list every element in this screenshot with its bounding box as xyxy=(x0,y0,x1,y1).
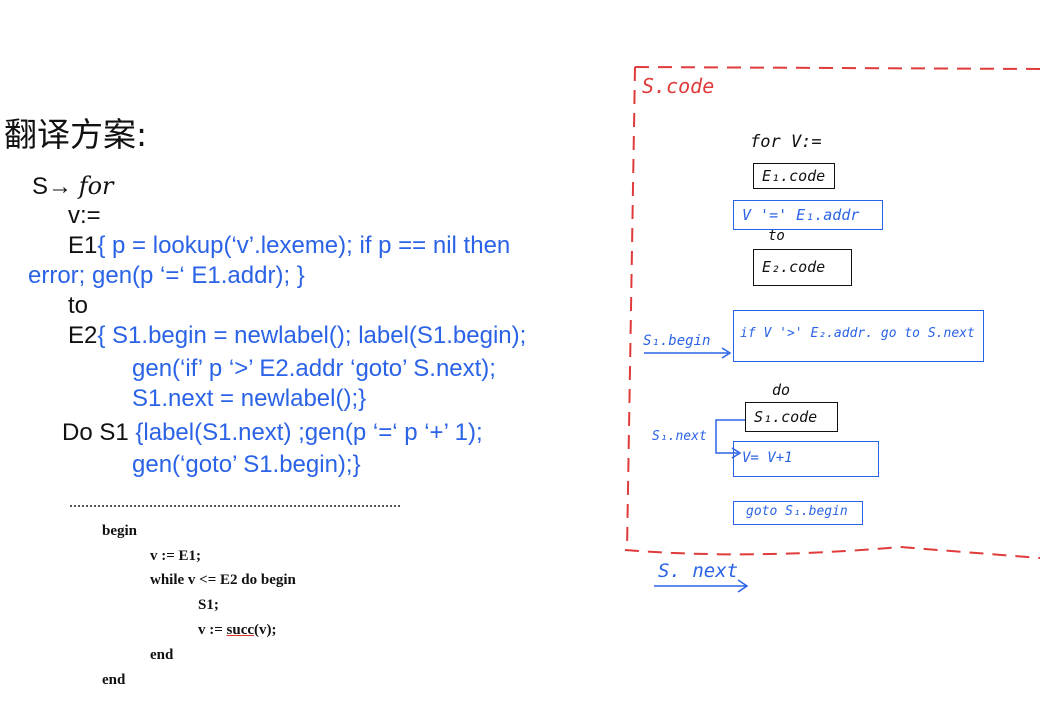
s-code-label: S.code xyxy=(642,74,715,98)
goto-text: goto S₁.begin xyxy=(746,504,848,519)
s-next-arrow xyxy=(654,579,749,593)
s1-code-box: S₁.code xyxy=(745,402,838,432)
pseudo-line-7: end xyxy=(102,672,126,688)
increment-text: V= V+1 xyxy=(742,450,793,466)
e1-code-text: E₁.code xyxy=(762,167,826,185)
e1-line: E1{ p = lookup(‘v’.lexeme); if p == nil … xyxy=(68,231,510,261)
do-s1-token: Do S1 xyxy=(62,419,129,446)
e1-token: E1 xyxy=(68,232,98,259)
s1-begin-arrow xyxy=(644,347,732,359)
e2-action-c: S1.next = newlabel();} xyxy=(132,385,367,412)
page-title: 翻译方案: xyxy=(4,115,148,154)
pseudo-line-5: v := succ(v); xyxy=(198,622,277,638)
e2-action-a: { S1.begin = newlabel(); label(S1.begin)… xyxy=(97,322,527,349)
e2-action-b: gen(‘if’ p ‘>’ E2.addr ‘goto’ S.next); xyxy=(132,355,496,382)
goto-box: goto S₁.begin xyxy=(733,501,863,525)
e2-code-box: E₂.code xyxy=(753,249,852,286)
e2-code-text: E₂.code xyxy=(762,258,826,276)
if-box: if V '>' E₂.addr. go to S.next xyxy=(733,310,984,362)
clipped-text-artifact xyxy=(70,505,400,510)
e2-line: E2{ S1.begin = newlabel(); label(S1.begi… xyxy=(68,321,526,351)
e2-token: E2 xyxy=(68,322,98,349)
pseudo-line-6: end xyxy=(150,647,174,663)
s1-begin-label: S₁.begin xyxy=(643,333,711,349)
red-dashed-frame xyxy=(624,66,1040,559)
if-text: if V '>' E₂.addr. go to S.next xyxy=(740,326,975,341)
s1-next-arrow xyxy=(715,419,745,459)
production-head: S→ for xyxy=(32,171,114,202)
for-keyword: for xyxy=(78,172,114,200)
s1-action-b: gen(‘goto’ S1.begin);} xyxy=(132,451,361,478)
pseudo-line-1: begin xyxy=(102,523,138,539)
s-next-label: S. next xyxy=(658,560,739,582)
s1-next-label: S₁.next xyxy=(652,429,707,444)
do-s1-line: Do S1 {label(S1.next) ;gen(p ‘=‘ p ‘+’ 1… xyxy=(62,418,483,448)
increment-box: V= V+1 xyxy=(733,441,879,477)
e1-action-b: error; gen(p ‘=‘ E1.addr); } xyxy=(28,262,305,289)
pseudo-line-3: while v <= E2 do begin xyxy=(150,572,296,588)
pseudo-line-4: S1; xyxy=(198,597,219,613)
e1-code-box: E₁.code xyxy=(753,163,835,189)
s-arrow: S→ xyxy=(32,173,79,200)
for-label: for V:= xyxy=(750,132,822,152)
v-assign-box: V '=' E₁.addr xyxy=(733,200,883,230)
pseudo-line-2: v := E1; xyxy=(150,548,202,564)
assign-token: v:= xyxy=(68,202,101,229)
s1-action-a: {label(S1.next) ;gen(p ‘=‘ p ‘+’ 1); xyxy=(135,419,483,446)
succ-call: succ xyxy=(226,622,255,638)
do-label: do xyxy=(772,381,791,399)
e1-action-a: { p = lookup(‘v’.lexeme); if p == nil th… xyxy=(97,232,511,259)
to-token: to xyxy=(68,292,89,319)
s1-code-text: S₁.code xyxy=(754,408,818,426)
v-assign-text: V '=' E₁.addr xyxy=(742,206,860,224)
to-label: to xyxy=(768,228,785,244)
